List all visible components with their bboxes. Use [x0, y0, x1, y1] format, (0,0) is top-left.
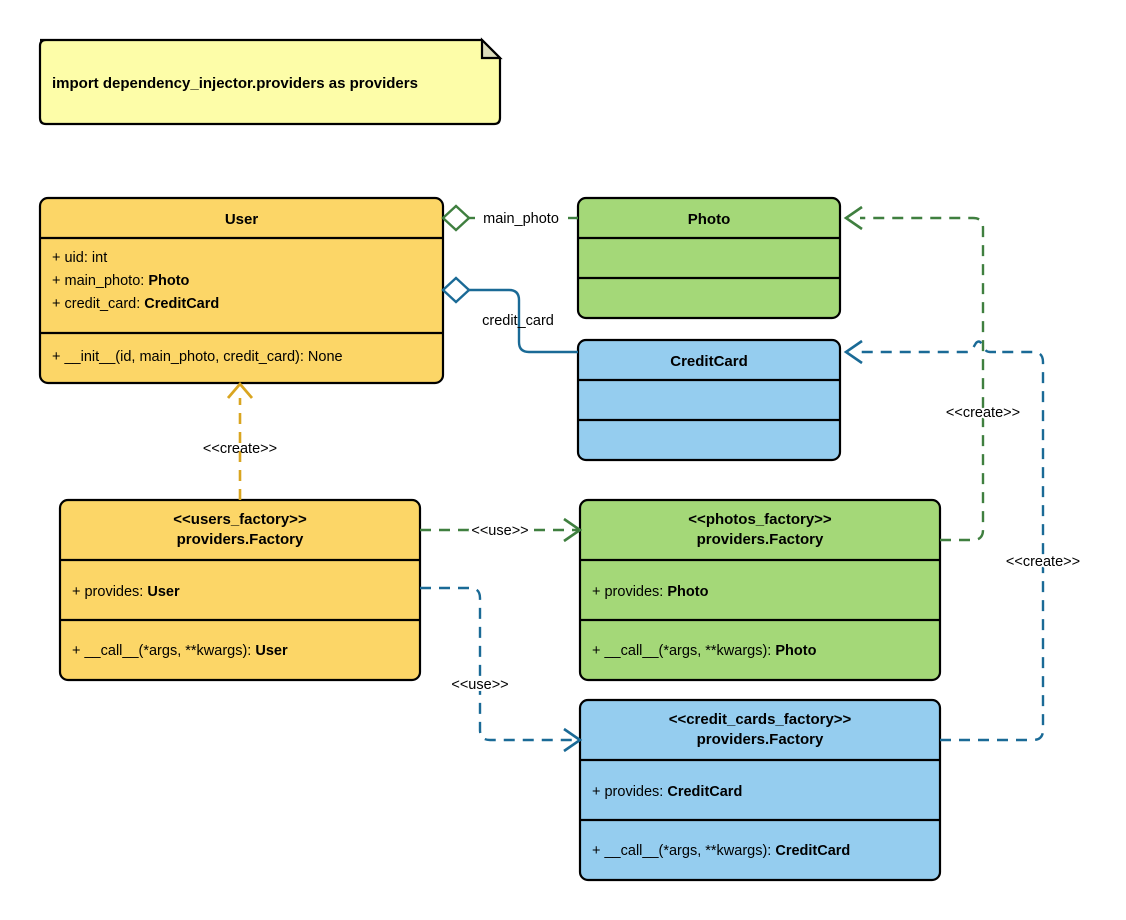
arrow-head-icon	[843, 339, 863, 365]
class-photos-factory-stereotype: <<photos_factory>>	[688, 511, 832, 528]
edge-create-photo-line	[860, 216, 985, 542]
edge-user-credit-card: credit_card	[441, 276, 578, 354]
edge-user-credit-card-label: credit_card	[482, 313, 554, 329]
class-photos-factory[interactable]: <<photos_factory>> providers.Factory + p…	[578, 498, 942, 682]
class-user-title: User	[225, 211, 259, 228]
edge-user-main-photo: main_photo	[441, 204, 578, 232]
class-user-method: + __init__(id, main_photo, credit_card):…	[52, 349, 343, 365]
edge-users-factory-creates-user: <<create>>	[203, 381, 277, 500]
class-user-attribute: + uid: int	[52, 250, 107, 266]
edge-user-credit-card-line	[469, 288, 578, 354]
edge-create-credit-card-line-right	[940, 350, 1045, 742]
class-photo[interactable]: Photo	[576, 196, 842, 320]
edge-users-factory-uses-credit-cards-factory: <<use>>	[420, 586, 583, 753]
arrow-head-icon	[563, 517, 583, 543]
class-credit-cards-factory[interactable]: <<credit_cards_factory>> providers.Facto…	[578, 698, 942, 882]
edge-use-credit-cards-label: <<use>>	[451, 677, 508, 693]
edge-photos-factory-creates-photo: <<create>>	[843, 205, 1022, 542]
class-credit-cards-factory-stereotype: <<credit_cards_factory>>	[669, 711, 852, 728]
class-creditcard-title: CreditCard	[670, 353, 748, 370]
edge-create-credit-card-line-hop	[860, 340, 996, 354]
note-body	[38, 38, 502, 126]
class-credit-cards-factory-body	[578, 698, 942, 882]
edge-user-main-photo-label: main_photo	[483, 211, 559, 227]
class-photos-factory-body	[578, 498, 942, 682]
arrow-head-icon	[843, 205, 863, 231]
class-users-factory-method: + __call__(*args, **kwargs): User	[72, 643, 288, 659]
arrow-head-icon	[563, 727, 583, 753]
aggregation-diamond-icon	[441, 204, 471, 232]
class-creditcard[interactable]: CreditCard	[576, 338, 842, 462]
class-user-attribute: + credit_card: CreditCard	[52, 296, 219, 312]
edge-users-factory-uses-photos-factory: <<use>>	[420, 517, 583, 543]
note-import: import dependency_injector.providers as …	[38, 37, 503, 126]
class-user[interactable]: User + uid: int + main_photo: Photo + cr…	[38, 196, 445, 385]
class-photos-factory-method: + __call__(*args, **kwargs): Photo	[592, 643, 817, 659]
note-folded-corner-icon	[480, 37, 503, 60]
arrow-head-icon	[226, 381, 254, 399]
class-credit-cards-factory-method: + __call__(*args, **kwargs): CreditCard	[592, 843, 850, 859]
edge-credit-cards-factory-creates-credit-card: <<create>>	[843, 339, 1082, 742]
aggregation-diamond-icon	[441, 276, 471, 304]
class-creditcard-body	[576, 338, 842, 462]
class-photos-factory-attribute: + provides: Photo	[592, 584, 709, 600]
edge-use-credit-cards-line	[420, 586, 578, 742]
class-users-factory-title: providers.Factory	[177, 531, 304, 548]
note-text: import dependency_injector.providers as …	[52, 75, 418, 92]
edge-create-photo-label: <<create>>	[946, 405, 1020, 421]
edge-use-photos-label: <<use>>	[471, 523, 528, 539]
class-photos-factory-title: providers.Factory	[697, 531, 824, 548]
class-credit-cards-factory-attribute: + provides: CreditCard	[592, 784, 742, 800]
class-credit-cards-factory-title: providers.Factory	[697, 731, 824, 748]
class-users-factory-stereotype: <<users_factory>>	[173, 511, 307, 528]
class-user-attribute: + main_photo: Photo	[52, 273, 190, 289]
class-photo-body	[576, 196, 842, 320]
edge-create-credit-card-label: <<create>>	[1006, 554, 1080, 570]
edge-create-user-label: <<create>>	[203, 441, 277, 457]
class-photo-title: Photo	[688, 211, 731, 228]
class-users-factory[interactable]: <<users_factory>> providers.Factory + pr…	[58, 498, 422, 682]
class-users-factory-attribute: + provides: User	[72, 584, 180, 600]
